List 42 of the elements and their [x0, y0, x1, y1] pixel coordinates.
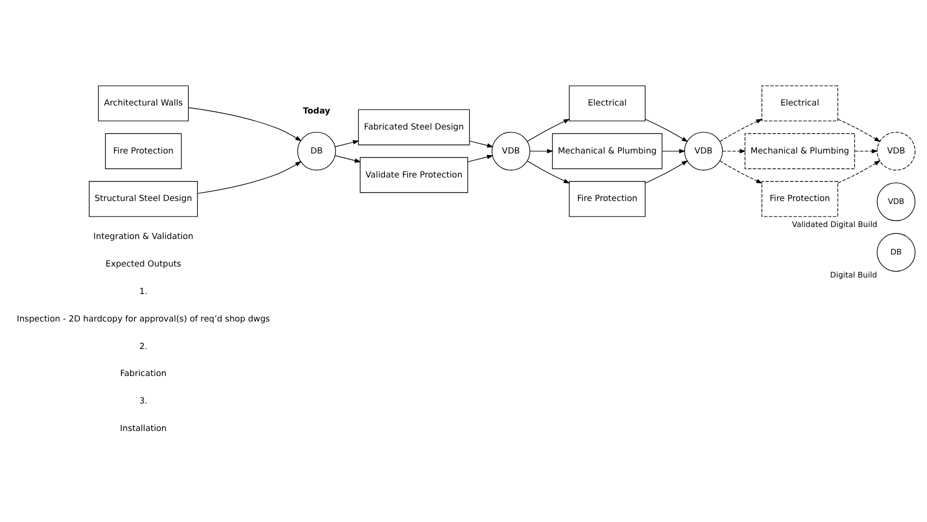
arrow [526, 160, 570, 184]
node-box: Electrical [762, 85, 838, 122]
node-box: Validate Fire Protection [360, 157, 468, 193]
arrow [334, 140, 360, 148]
node-box: Mechanical & Plumbing [744, 133, 855, 170]
arrow [662, 148, 686, 154]
node-circle: VDB [684, 132, 723, 170]
node-box: Fire Protection [762, 181, 838, 217]
node-box: Mechanical & Plumbing [552, 133, 662, 170]
arrow [334, 155, 362, 163]
arrow [722, 148, 746, 154]
arrow [197, 161, 302, 194]
arrow [469, 140, 494, 148]
arrow [645, 118, 688, 142]
label: 1. [139, 286, 148, 296]
label: Today [302, 105, 330, 116]
arrow [838, 160, 881, 184]
arrow [720, 160, 763, 184]
arrow [838, 118, 881, 142]
node-circle: DB [297, 132, 336, 170]
label: Installation [120, 422, 167, 433]
node-box: Architectural Walls [98, 85, 189, 122]
node-box: Fire Protection [105, 133, 182, 170]
node-box: Fabricated Steel Design [358, 109, 470, 146]
arrow [645, 160, 688, 184]
node-box: Fire Protection [568, 181, 646, 217]
node-box: Electrical [568, 85, 646, 122]
label: 3. [139, 396, 148, 406]
node-circle: VDB [876, 132, 916, 170]
arrow [530, 148, 554, 154]
arrow [467, 154, 494, 162]
label: Inspection - 2D hardcopy for approval(s) of req’d shop dwgs [16, 313, 270, 324]
arrow [854, 148, 878, 154]
arrow [720, 118, 763, 142]
node-box: Structural Steel Design [88, 181, 198, 217]
label: Expected Outputs [106, 258, 182, 269]
label: Fabrication [120, 368, 166, 378]
node-circle: VDB [492, 132, 530, 170]
label: 2. [139, 340, 148, 351]
label: Integration & Validation [93, 231, 194, 242]
arrow [526, 118, 570, 142]
arrow [188, 107, 302, 142]
